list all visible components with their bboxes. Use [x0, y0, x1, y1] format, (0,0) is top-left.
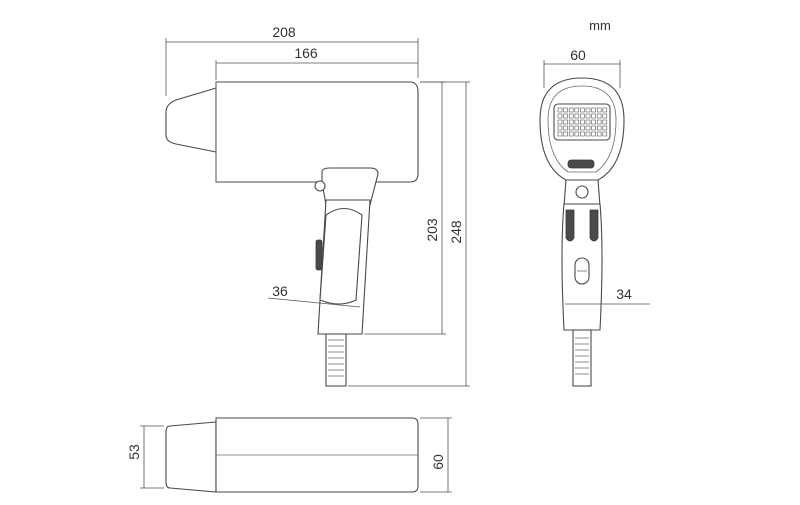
grille-cell	[596, 113, 602, 119]
grille-cell	[585, 125, 591, 131]
dim-handle-depth: 34	[616, 286, 632, 302]
grille-cell	[557, 107, 563, 113]
grille-cell	[602, 119, 608, 125]
front-grip-left	[565, 209, 575, 242]
grille-cell	[568, 125, 574, 131]
grille-cell	[585, 113, 591, 119]
grille-cell	[563, 125, 568, 131]
grille-cell	[574, 113, 580, 119]
front-button	[575, 185, 589, 199]
grille-cell	[585, 119, 591, 125]
grille-cell	[596, 125, 602, 131]
grille-cell	[585, 131, 591, 137]
grille-cell	[596, 131, 602, 137]
grille-cell	[591, 119, 596, 125]
grille-cell	[602, 107, 608, 113]
front-view: mm 60 34	[539, 18, 650, 387]
grille-cell	[580, 113, 585, 119]
dim-body-length: 166	[294, 45, 318, 61]
dim-body-diameter: 60	[430, 454, 446, 470]
grille-cell	[585, 107, 591, 113]
side-handle-neck	[321, 167, 379, 206]
side-cord	[325, 333, 347, 387]
front-grille-mesh	[557, 107, 608, 137]
grille-cell	[563, 119, 568, 125]
grille-cell	[574, 107, 580, 113]
grille-cell	[568, 119, 574, 125]
front-head-inner	[547, 85, 617, 173]
grille-cell	[580, 107, 585, 113]
grille-cell	[591, 131, 596, 137]
grille-cell	[602, 125, 608, 131]
grille-cell	[602, 113, 608, 119]
dim-front-width: 60	[570, 47, 586, 63]
side-cord-ribs	[328, 339, 344, 377]
dim-total-height: 248	[448, 220, 464, 244]
grille-cell	[591, 113, 596, 119]
grille-cell	[591, 125, 596, 131]
grille-cell	[580, 119, 585, 125]
grille-cell	[557, 113, 563, 119]
grille-cell	[574, 131, 580, 137]
front-logo-badge	[567, 159, 595, 169]
top-view: 53 60	[126, 417, 452, 493]
grille-cell	[557, 119, 563, 125]
side-handle-grip	[319, 207, 363, 305]
side-switch	[315, 239, 323, 271]
front-grip-right	[589, 209, 599, 242]
grille-cell	[563, 107, 568, 113]
grille-cell	[574, 125, 580, 131]
grille-cell	[563, 113, 568, 119]
grille-cell	[580, 125, 585, 131]
side-pivot	[314, 180, 326, 192]
grille-cell	[574, 119, 580, 125]
dim-handle-width: 36	[272, 283, 288, 299]
side-view: 208 166 203 248 36	[165, 24, 470, 387]
side-body	[215, 81, 419, 183]
grille-cell	[557, 131, 563, 137]
front-grille	[553, 103, 611, 141]
grille-cell	[568, 131, 574, 137]
grille-cell	[580, 131, 585, 137]
grille-cell	[591, 107, 596, 113]
grille-cell	[602, 131, 608, 137]
grille-cell	[557, 125, 563, 131]
side-nozzle	[165, 87, 217, 153]
grille-cell	[563, 131, 568, 137]
dim-total-length: 208	[272, 24, 296, 40]
dim-handle-height: 203	[424, 218, 440, 242]
top-nozzle	[165, 421, 217, 493]
unit-label: mm	[589, 18, 611, 33]
grille-cell	[568, 113, 574, 119]
front-cord-ribs	[575, 337, 589, 375]
dim-nozzle-diameter: 53	[126, 444, 142, 460]
grille-cell	[596, 107, 602, 113]
grille-cell	[568, 107, 574, 113]
grille-cell	[596, 119, 602, 125]
